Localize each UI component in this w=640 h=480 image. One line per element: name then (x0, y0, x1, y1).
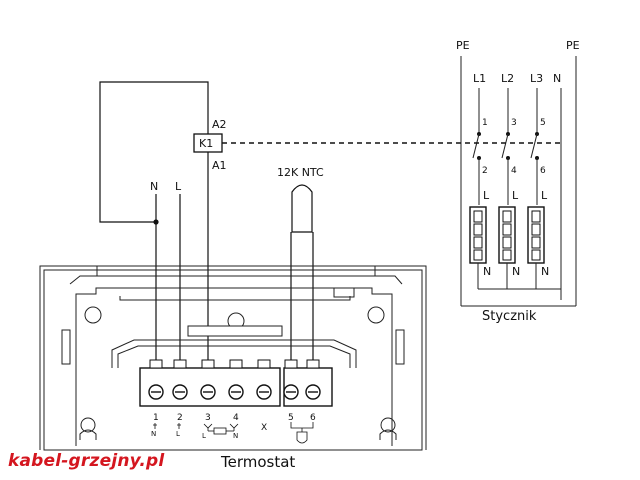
heater-2: L N (498, 189, 520, 289)
contactor-name: Stycznik (482, 309, 537, 324)
heater-3: L N (527, 189, 549, 289)
ntc-sensor-symbol (290, 422, 314, 444)
svg-text:N: N (541, 265, 549, 278)
pole-top-3: 3 (511, 118, 517, 128)
ntc-sensor: 12K NTC (277, 166, 324, 367)
pole-top-5: 5 (540, 118, 546, 128)
terminal-number-2: 2 (177, 413, 183, 423)
heater-load-symbol (207, 427, 235, 435)
terminal-labels: 1 2 3 4 X 5 6 N L L N (151, 413, 316, 444)
pole-bottom-2: 2 (482, 166, 488, 176)
terminal-sub-1: N (151, 430, 156, 438)
terminal-screw-3 (200, 359, 216, 400)
relay-k1: A2 K1 A1 (193, 118, 560, 172)
contactor-pole-1 (472, 88, 481, 205)
terminal-sub-3: L (202, 432, 206, 440)
input-l1-label: L1 (473, 72, 486, 85)
control-wires: N L (99, 81, 209, 367)
relay-label: K1 (199, 137, 213, 150)
contactor-pole-2 (501, 88, 510, 205)
terminal-screw-6 (305, 359, 321, 400)
pole-bottom-4: 4 (511, 166, 517, 176)
terminal-screw-2 (172, 359, 188, 400)
terminal-screw-5 (283, 359, 299, 400)
terminal-sub-2: L (176, 430, 180, 438)
contactor: PE PE L1 L2 L3 N (456, 39, 580, 324)
terminal-number-4: 4 (233, 413, 239, 423)
terminal-number-5: 5 (288, 413, 294, 423)
terminal-number-1: 1 (153, 413, 159, 423)
terminal-x-label: X (261, 423, 267, 433)
input-l2-label: L2 (501, 72, 514, 85)
relay-a2-label: A2 (212, 118, 227, 131)
svg-text:L: L (483, 189, 490, 202)
terminal-screw-4 (228, 359, 244, 400)
terminal-number-6: 6 (310, 413, 316, 423)
terminal-screw-1 (148, 359, 164, 400)
pole-bottom-6: 6 (540, 166, 546, 176)
supply-l-label: L (175, 180, 182, 193)
thermostat-housing (39, 265, 427, 451)
pole-top-1: 1 (482, 118, 488, 128)
relay-a1-label: A1 (212, 159, 227, 172)
svg-text:N: N (483, 265, 491, 278)
terminal-number-3: 3 (205, 413, 211, 423)
svg-text:L: L (541, 189, 548, 202)
input-n-label: N (553, 72, 561, 85)
pe-left-label: PE (456, 39, 470, 52)
supply-n-label: N (150, 180, 158, 193)
pe-right-label: PE (566, 39, 580, 52)
brand-logo: kabel-grzejny.pl (8, 451, 165, 471)
contactor-pole-3 (530, 88, 539, 205)
thermostat-name: Termostat (221, 453, 296, 471)
terminal-block (139, 359, 333, 407)
terminal-screw-x (256, 359, 272, 400)
terminal-sub-4: N (233, 432, 238, 440)
svg-text:N: N (512, 265, 520, 278)
sensor-label: 12K NTC (277, 166, 324, 179)
heater-1: L N (469, 189, 561, 290)
svg-text:L: L (512, 189, 519, 202)
input-l3-label: L3 (530, 72, 543, 85)
